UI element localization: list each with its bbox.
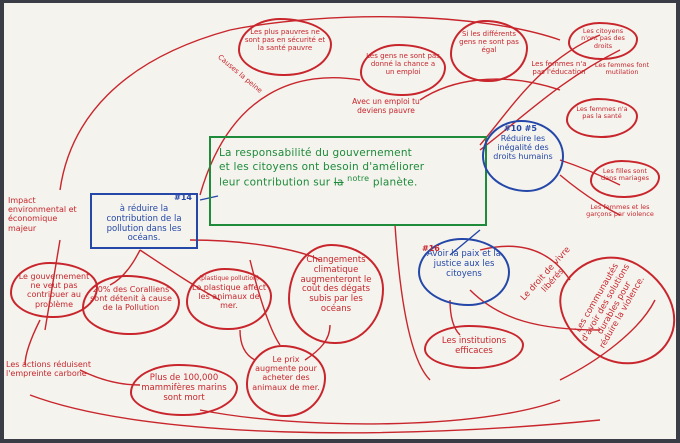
goal-16-number: #16 <box>422 244 440 253</box>
inserted-word: notre <box>347 174 370 184</box>
travail-note: Avec un emploi tu deviens pauvre <box>352 97 420 115</box>
filles-bubble: Les filles sont dans mariages <box>590 160 660 198</box>
femmes-mutilation-note: Les femmes font mutilation <box>594 61 650 77</box>
central-statement: La responsabilité du gouvernement et les… <box>209 136 487 226</box>
impact-note: Impact environmental et économique majeu… <box>8 196 77 233</box>
central-line-3-start: leur contribution sur <box>219 176 331 189</box>
goal-16-bubble: #16 Avoir la paix et la justice aux les … <box>418 238 510 306</box>
poster-paper <box>4 3 676 439</box>
goal-10-text: Réduire les inégalité des droits humains <box>493 134 553 162</box>
central-line-3-end: planète. <box>372 176 418 189</box>
goal-16-text: Avoir la paix et la justice aux les cito… <box>427 249 501 279</box>
differents-bubble: Si les différents gens ne sont pas égal <box>450 20 528 82</box>
coraux-bubble: 20% des Coralliens sont détenit à cause … <box>82 275 180 335</box>
plastique-bubble: (plastique pollution) Le plastique affec… <box>186 268 272 330</box>
violence-note: Les femmes et les garçons par violence <box>586 203 654 219</box>
struck-word: la <box>333 176 344 189</box>
goal-14-box: #14 à réduire la contribution de la poll… <box>90 193 198 249</box>
actions-note: Les actions réduisent l'empreinte carbon… <box>6 360 91 379</box>
education-note: Les femmes n'a pas l'éducation <box>531 60 587 77</box>
institutions-bubble: Les institutions efficaces <box>424 325 524 369</box>
pauvres-bubble: Les plus pauvres ne sont pas en sécurité… <box>238 18 332 76</box>
sante-bubble: Les femmes n'a pas la santé <box>566 98 638 138</box>
citoyens-droits-bubble: Les citoyens n'ont pas des droits <box>568 22 638 60</box>
central-line-3: leur contribution sur la notre planète. <box>219 174 477 190</box>
goal-10-number: #10 #5 <box>504 124 537 133</box>
mammiferes-bubble: Plus de 100,000 mammifères marins sont m… <box>130 364 238 416</box>
central-line-1: La responsabilité du gouvernement <box>219 147 413 159</box>
emplois-bubble: Les gens ne sont pas donné la chance a u… <box>360 44 446 96</box>
goal-14-number: #14 <box>174 193 192 202</box>
prix-bubble: Le prix augmente pour acheter des animau… <box>246 345 326 417</box>
climat-bubble: Changements climatique augmenteront le c… <box>288 244 384 344</box>
goal-10-bubble: #10 #5 Réduire les inégalité des droits … <box>482 120 564 192</box>
plastique-text: Le plastique affect les animaux de mer. <box>192 282 266 311</box>
goal-14-text: à réduire la contribution de la pollutio… <box>106 204 182 244</box>
plastique-tag: (plastique pollution) <box>198 275 260 282</box>
central-line-2: et les citoyens ont besoin d'améliorer <box>219 161 425 174</box>
